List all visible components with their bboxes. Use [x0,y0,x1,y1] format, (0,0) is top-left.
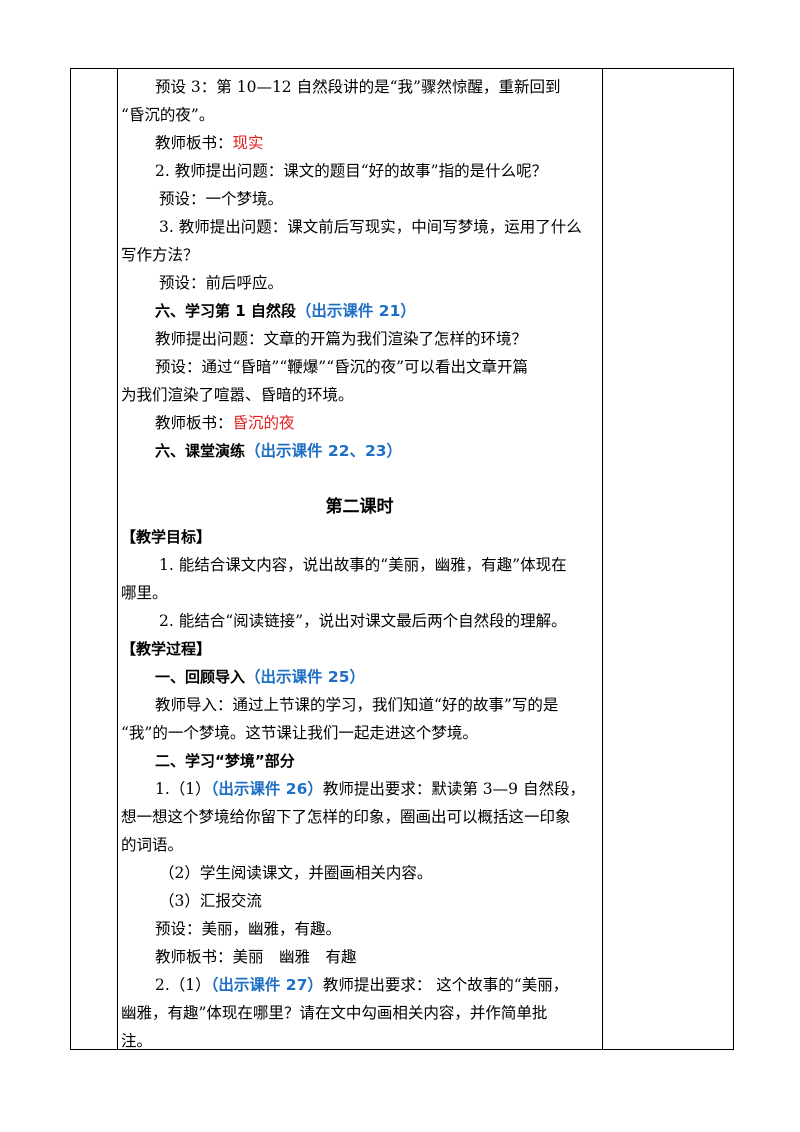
text-line: 注。 [121,1032,153,1050]
text-line: 2. 能结合“阅读链接”，说出对课文最后两个自然段的理解。 [159,612,567,630]
text-line: 预设：通过“昏暗”“鞭爆”“昏沉的夜”可以看出文章开篇 [155,358,529,376]
text-line: 想一想这个梦境给你留下了怎样的印象，圈画出可以概括这一印象 [121,808,571,826]
section-heading: 六、课堂演练（出示课件 22、23） [155,442,403,460]
text-line: “我”的一个梦境。这节课让我们一起走进这个梦境。 [121,724,478,742]
text-line: 教师提出问题：文章的开篇为我们渲染了怎样的环境？ [155,330,528,348]
text-line: “昏沉的夜”。 [121,106,215,124]
section-heading: 一、回顾导入（出示课件 25） [155,668,365,686]
text-line: 1.（1）（出示课件 26）教师提出要求：默读第 3—9 自然段， [155,780,585,798]
board-note: 教师板书：美丽 幽雅 有趣 [155,948,357,966]
lesson-period-title: 第二课时 [325,497,394,517]
section-heading: 六、学习第 1 自然段（出示课件 21） [155,302,416,320]
column-divider-left [117,69,118,1049]
text-line: （3）汇报交流 [159,892,262,910]
text-line: 3. 教师提出问题：课文前后写现实，中间写梦境，运用了什么 [159,218,582,236]
board-note: 教师板书：昏沉的夜 [155,414,295,432]
section-heading: 【教学目标】 [121,528,212,546]
text-line: 预设 3：第 10—12 自然段讲的是“我”骤然惊醒，重新回到 [155,78,561,96]
text-line: 1. 能结合课文内容，说出故事的“美丽，幽雅，有趣”体现在 [159,556,567,574]
text-line: 写作方法？ [121,246,199,264]
text-line: 预设：一个梦境。 [159,190,284,208]
text-line: 预设：美丽，幽雅，有趣。 [155,920,342,938]
text-line: 教师导入：通过上节课的学习，我们知道“好的故事”写的是 [155,696,559,714]
text-line: 哪里。 [121,584,168,602]
text-line: 2. 教师提出问题：课文的题目“好的故事”指的是什么呢？ [155,162,548,180]
text-line: 2.（1）（出示课件 27）教师提出要求： 这个故事的“美丽， [155,976,569,994]
board-note: 教师板书：现实 [155,134,264,152]
text-line: 为我们渲染了喧嚣、昏暗的环境。 [121,386,354,404]
lesson-plan-table: 预设 3：第 10—12 自然段讲的是“我”骤然惊醒，重新回到 “昏沉的夜”。 … [70,68,734,1050]
text-line: 预设：前后呼应。 [159,274,284,292]
text-line: （2）学生阅读课文，并圈画相关内容。 [159,864,433,882]
section-heading: 二、学习“梦境”部分 [155,752,295,770]
text-line: 的词语。 [121,836,184,854]
column-divider-right [602,69,603,1049]
text-line: 幽雅，有趣”体现在哪里？请在文中勾画相关内容，并作简单批 [121,1004,548,1022]
section-heading: 【教学过程】 [121,640,212,658]
